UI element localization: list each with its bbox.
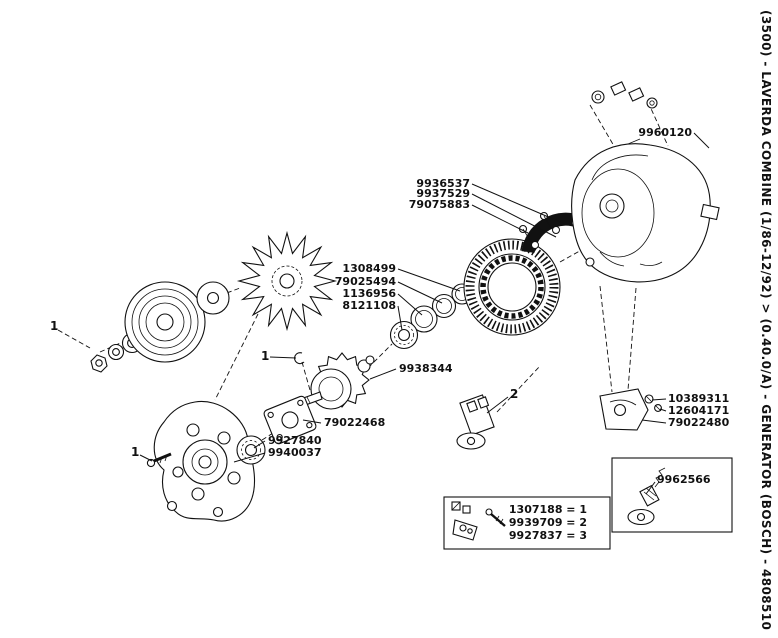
- side-title: (3500) - LAVERDA COMBINE (1/86-12/92) > …: [759, 10, 773, 630]
- callout-9937529: 9937529: [416, 187, 470, 200]
- housing-screws-drawing: [591, 81, 658, 109]
- callout-10389311: 10389311: [668, 392, 729, 405]
- callout-9936537: 9936537: [416, 177, 470, 190]
- front-bearing-drawing: [236, 435, 266, 465]
- legend-icons: [451, 501, 506, 541]
- callout-9940037: 9940037: [268, 446, 322, 459]
- snap-ring-drawing: [294, 352, 305, 365]
- callout-9927840: 9927840: [268, 434, 322, 447]
- brush-set-drawing: [627, 467, 666, 526]
- housing-screw-drawing: [146, 452, 172, 468]
- callout-1136956: 1136956: [342, 287, 396, 300]
- rear-housing-drawing: [571, 138, 720, 283]
- callout-79022468: 79022468: [324, 416, 385, 429]
- callout-8121108: 8121108: [342, 299, 396, 312]
- legend-row-3: 9927837 = 3: [509, 529, 587, 542]
- retainer-plate-drawing: [263, 395, 317, 445]
- callout-12604171: 12604171: [668, 404, 729, 417]
- regulator-drawing: [599, 388, 662, 431]
- callouts: 9960120 9936537 9937529 79075883 1308499…: [50, 126, 730, 486]
- fan-drawing: [236, 230, 338, 332]
- legend-row-1: 1307188 = 1: [509, 503, 587, 516]
- legend-box: 1307188 = 1 9939709 = 2 9927837 = 3: [443, 496, 611, 550]
- legend-row-2: 9939709 = 2: [509, 516, 587, 529]
- ref-2-brushholder: 2: [510, 387, 518, 401]
- stator-drawing: [463, 227, 561, 336]
- callout-9960120: 9960120: [638, 126, 692, 139]
- callout-1308499: 1308499: [342, 262, 396, 275]
- callout-79022480: 79022480: [668, 416, 730, 429]
- ref-1-snapring: 1: [261, 349, 269, 363]
- callout-9938344: 9938344: [399, 362, 453, 375]
- front-housing-drawing: [153, 400, 256, 522]
- callout-9962566: 9962566: [657, 473, 711, 486]
- brush-set-box: [611, 457, 733, 533]
- ref-1-pulley: 1: [50, 319, 58, 333]
- leader-lines: [139, 132, 710, 495]
- callout-79075883: 79075883: [409, 198, 470, 211]
- ref-1-screw: 1: [131, 445, 139, 459]
- rotor-drawing: [297, 352, 375, 410]
- pulley-drawing: [124, 281, 230, 363]
- brush-holder-drawing: [456, 394, 495, 450]
- bearing-rings-drawing: [389, 283, 473, 350]
- callout-79025494: 79025494: [335, 275, 397, 288]
- rectifier-drawing: [518, 211, 583, 254]
